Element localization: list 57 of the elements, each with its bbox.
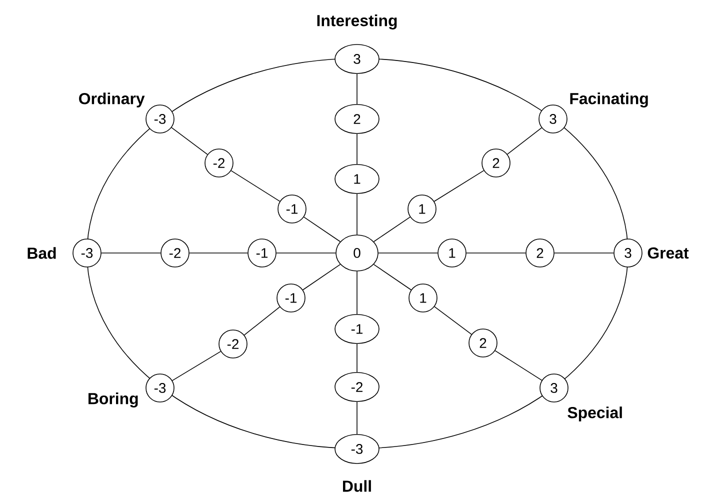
scale-point: -1 (248, 238, 276, 268)
scale-point: -1 (278, 194, 306, 224)
spoke-line (230, 170, 280, 202)
spoke-line (434, 306, 472, 335)
spoke-line (171, 127, 208, 155)
scale-point: 1 (334, 164, 380, 194)
scale-point: -2 (204, 148, 234, 178)
spoke-line (356, 344, 358, 372)
scale-point: 1 (408, 284, 438, 312)
scale-point: 2 (482, 148, 510, 178)
pole-label: Dull (343, 480, 371, 492)
spoke-line (507, 127, 542, 155)
scale-point: -1 (334, 314, 380, 344)
pole-label: Interesting (317, 14, 397, 30)
scale-point: 2 (468, 328, 498, 358)
spoke-line (356, 134, 358, 164)
scale-point: -3 (334, 434, 380, 464)
spoke-line (554, 252, 614, 254)
scale-point: 3 (538, 104, 568, 134)
spoke-line (466, 252, 526, 254)
spoke-line (101, 252, 162, 254)
spoke-line (276, 252, 336, 254)
pole-label: Special (568, 406, 622, 422)
pole-label: Ordinary (79, 92, 145, 108)
spoke-line (304, 216, 341, 242)
spoke-line (494, 350, 542, 381)
scale-point: 1 (408, 194, 436, 224)
pole-label: Great (648, 247, 689, 259)
scale-point: 1 (438, 238, 466, 268)
spoke-line (356, 193, 358, 235)
spoke-line (189, 252, 248, 254)
spoke-line (434, 170, 484, 202)
scale-point: 2 (334, 104, 380, 134)
pole-label: Facinating (570, 92, 648, 108)
spoke-line (356, 402, 358, 434)
scale-point: -2 (218, 330, 248, 358)
scale-point: -3 (72, 238, 102, 268)
scale-point: 3 (614, 238, 642, 268)
scale-point: 3 (540, 374, 568, 402)
scale-point: -3 (146, 104, 174, 134)
spoke-line (373, 216, 410, 242)
spoke-line (378, 252, 438, 254)
spoke-line (356, 74, 358, 104)
scale-point: -2 (334, 372, 380, 402)
scale-point: -2 (160, 238, 190, 268)
spoke-line (356, 271, 358, 314)
scale-point: -1 (276, 284, 306, 312)
pole-label: Bad (28, 247, 56, 259)
scale-point: -3 (146, 374, 174, 402)
pole-label: Boring (88, 392, 138, 408)
spoke-line (244, 306, 280, 336)
scale-point: 0 (336, 234, 378, 272)
scale-point: 2 (526, 238, 554, 268)
spoke-line (373, 264, 412, 290)
spoke-line (172, 351, 222, 381)
spoke-line (302, 264, 341, 290)
scale-point: 3 (334, 44, 380, 74)
